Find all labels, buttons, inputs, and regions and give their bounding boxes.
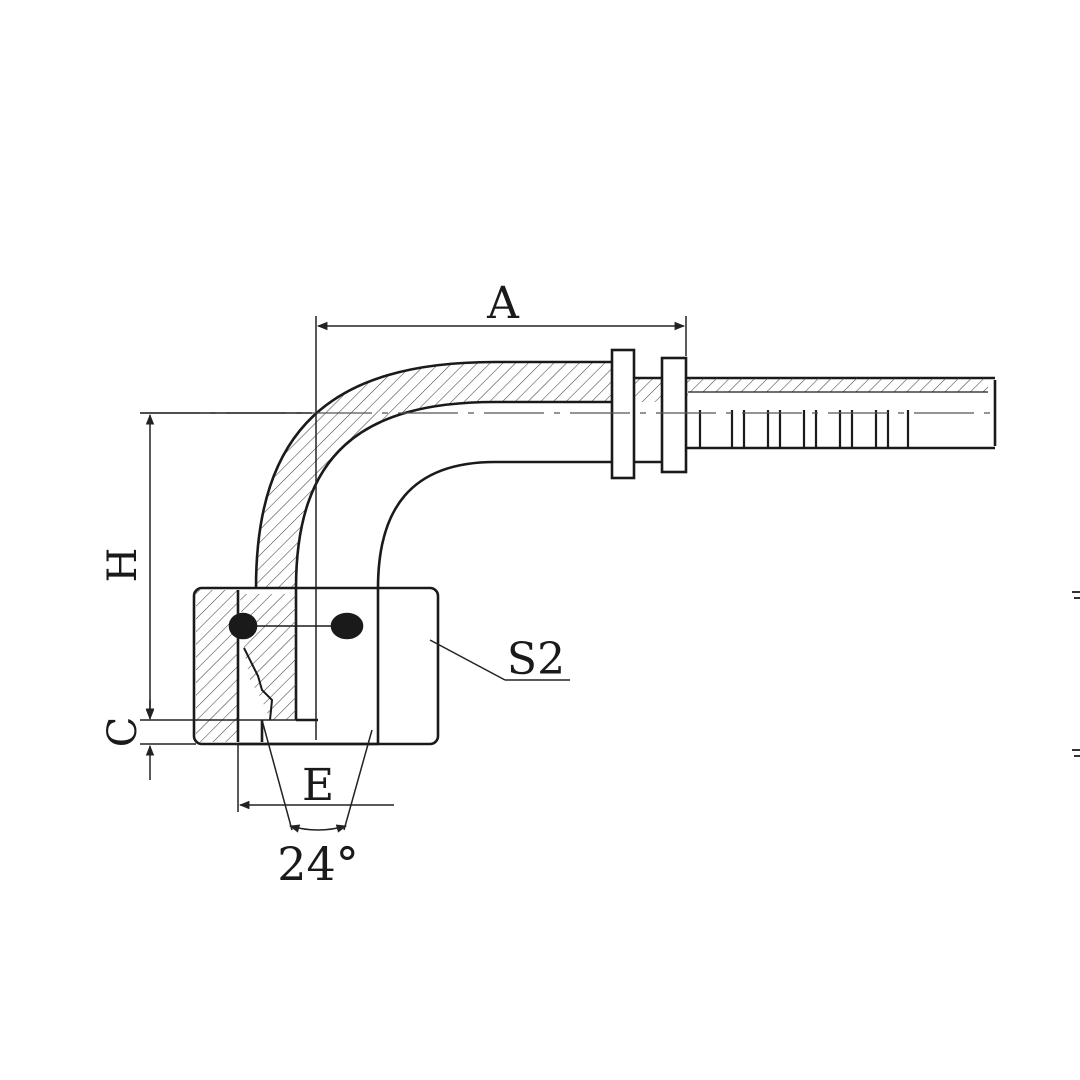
barb-ridges <box>698 410 910 448</box>
elbow-wall-hatch <box>256 362 688 588</box>
barb-top-hatch <box>688 378 988 392</box>
collar-flange-2 <box>660 356 688 474</box>
collar-flange-1 <box>610 348 636 480</box>
elbow-body <box>254 360 688 720</box>
bore-inner-line <box>376 460 612 589</box>
dimension-lines <box>140 316 687 833</box>
bore-outer-line <box>294 400 612 720</box>
nut-left-hatch <box>196 590 238 742</box>
thread-s2-label: S2 <box>507 634 565 685</box>
dimension-a-label: A <box>486 278 520 329</box>
seat-angle-label: 24° <box>277 837 359 891</box>
hose-stem <box>610 348 997 480</box>
dimension-h-label: H <box>100 548 146 583</box>
dimension-e-label: E <box>302 760 334 811</box>
elbow-outer-contour <box>254 360 612 589</box>
dimension-c-label: C <box>100 717 146 748</box>
adjacent-drawing-fragment <box>1072 591 1080 757</box>
